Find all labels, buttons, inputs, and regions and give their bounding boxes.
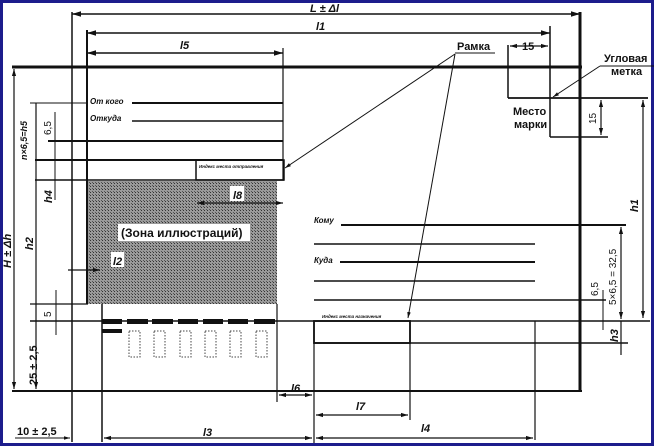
frame-callout: Рамка — [284, 41, 495, 319]
corner-mark-label-1: Угловая — [604, 53, 647, 65]
dim-L-label: L ± Δl — [310, 3, 340, 15]
dim-left-margin-label: 10 ± 2,5 — [17, 426, 57, 438]
from-whom-label: От кого — [90, 97, 124, 106]
recipient-block: Кому Куда Индекс места назначения — [313, 216, 628, 344]
dim-5-label: 5 — [43, 311, 54, 317]
dim-l5: l5 — [87, 40, 284, 180]
dim-l1: l1 — [87, 21, 550, 36]
from-where-label: Откуда — [90, 114, 122, 123]
right-dimensions: h1 5×6,5 = 32,5 6,5 h3 — [590, 100, 646, 355]
dim-H-label: H ± Δh — [2, 234, 14, 268]
stamp-width-label: 15 — [522, 41, 534, 53]
dim-address-lines-label: 5×6,5 = 32,5 — [608, 248, 619, 305]
frame-label: Рамка — [457, 41, 491, 53]
dim-h3-label: h3 — [609, 329, 621, 342]
corner-mark-label-2: метка — [611, 66, 643, 78]
dim-l6-label: l6 — [291, 383, 301, 395]
dest-index-label: Индекс места назначения — [322, 314, 382, 319]
to-where-label: Куда — [314, 256, 333, 265]
illustration-zone: (Зона иллюстраций) l8 l2 — [68, 181, 283, 304]
bottom-dimensions: l6 l7 l3 l4 10 ± 2,5 — [15, 383, 533, 441]
dim-l3-label: l3 — [203, 427, 212, 439]
dim-l5-label: l5 — [180, 40, 190, 52]
illustration-zone-label: (Зона иллюстраций) — [121, 226, 243, 240]
stamp-place-label-1: Место — [513, 106, 546, 118]
sender-block: От кого Откуда Индекс места отправления — [35, 97, 285, 181]
dim-L: L ± Δl — [72, 3, 580, 17]
dim-n65-label: n×6,5=h5 — [19, 120, 29, 160]
dim-l2-label: l2 — [113, 256, 122, 268]
dim-l8-label: l8 — [233, 190, 243, 202]
corner-mark-callout: Угловая метка — [552, 53, 654, 98]
stamp-place-label-2: марки — [514, 119, 547, 131]
sender-index-label: Индекс места отправления — [199, 164, 264, 169]
dim-l1-label: l1 — [316, 21, 325, 33]
to-whom-label: Кому — [314, 216, 334, 225]
dim-h1-label: h1 — [629, 199, 641, 212]
left-dimensions: H ± Δh n×6,5=h5 h2 6,5 h4 5 25 ± 2,5 — [2, 69, 87, 389]
dim-l4-label: l4 — [421, 423, 430, 435]
dim-65-right-label: 6,5 — [590, 282, 601, 296]
dim-l7-label: l7 — [356, 401, 366, 413]
dim-h4-label: h4 — [43, 190, 55, 203]
dim-h2-label: h2 — [24, 237, 36, 250]
stamp-height-label: 15 — [588, 112, 599, 124]
stamp-place: 15 15 Место марки — [507, 26, 648, 138]
envelope-outline — [12, 12, 582, 443]
dim-bottom-margin-label: 25 ± 2,5 — [28, 345, 40, 385]
dim-65-left-label: 6,5 — [43, 121, 54, 135]
